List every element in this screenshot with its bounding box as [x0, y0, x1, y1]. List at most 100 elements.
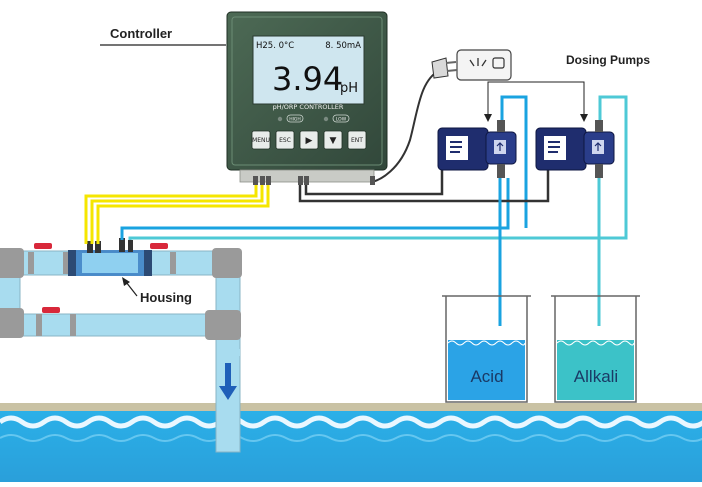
led-high-badge: [286, 114, 304, 123]
acid-surface: [447, 340, 526, 346]
controller-brand: pH/ORP CONTROLLER: [273, 103, 344, 111]
arrowhead-icon: [122, 277, 130, 286]
power-cord: [371, 69, 441, 183]
ent-key[interactable]: [347, 130, 367, 150]
alkali-injection-line: [128, 95, 628, 240]
housing-label: Housing: [140, 290, 192, 305]
lcd-screen: [252, 35, 365, 105]
pump1-power-cable: [304, 168, 444, 196]
lcd-value: 3.94: [272, 60, 343, 98]
housing-cap: [144, 250, 152, 276]
pool-wave-lower: [0, 434, 702, 442]
signal-cable: [96, 182, 270, 244]
pipe-union: [28, 252, 34, 274]
acid-dosing-line: [120, 178, 510, 240]
housing-cap: [68, 250, 76, 276]
lcd-unit: pH: [340, 81, 358, 96]
socket-switch-icon: [492, 57, 505, 69]
acid-liquid: [448, 340, 525, 400]
dosing-pump-alkali: [535, 120, 615, 178]
pump-arrow-icon: [594, 142, 602, 151]
pool: [0, 403, 702, 482]
alkali-surface: [556, 340, 635, 346]
wall-socket: [456, 49, 512, 81]
cable-gland: [304, 176, 309, 185]
pipe-loop: [0, 243, 242, 453]
acid-tank: Acid: [442, 295, 531, 403]
power-plug-icon: [431, 57, 449, 79]
signal-cable: [84, 182, 258, 244]
cable-gland: [260, 176, 265, 185]
pipe-elbow-top-left: [0, 248, 24, 278]
lcd-current: 8. 50mA: [325, 41, 361, 51]
power-outlet: [431, 49, 512, 81]
led-high-label: HIGH: [289, 117, 301, 123]
pump-outlet-valve: [497, 120, 505, 132]
sensor-probe: [119, 238, 125, 252]
pump-display-icon: [450, 141, 462, 153]
cable-gland: [253, 176, 258, 185]
pumps-leader-line: [560, 81, 585, 118]
housing-leader-line: [125, 281, 138, 297]
pump-inlet-valve: [497, 164, 505, 178]
acid-injection-line: [500, 95, 528, 228]
plug-prongs-icon: [445, 61, 458, 72]
acid-container: [445, 296, 528, 403]
arrowhead-icon: [484, 114, 492, 122]
led-low-badge: [332, 114, 350, 123]
menu-key[interactable]: [251, 130, 271, 150]
alkali-liquid: [557, 340, 634, 400]
dosing-pumps-label: Dosing Pumps: [566, 53, 650, 67]
pipe-bottom: [0, 313, 231, 337]
power-cables: [298, 69, 550, 203]
housing-window: [82, 253, 138, 273]
pipe-elbow-top-right: [212, 248, 242, 278]
flow-arrow-shaft: [225, 363, 231, 388]
alkali-container: [554, 296, 637, 403]
controller-keypad: MENU ESC ▶ ▼ ENT: [251, 130, 367, 150]
lcd-temperature: H25. 0°C: [256, 41, 294, 51]
menu-key-label: MENU: [252, 137, 270, 144]
sensor-probe: [87, 241, 93, 253]
pipe-union: [70, 314, 76, 336]
pipe-union: [170, 252, 176, 274]
pump-outlet-valve: [595, 120, 603, 132]
ent-key-label: ENT: [351, 137, 363, 144]
signal-cables: [84, 182, 270, 244]
controller-bezel: [231, 16, 383, 166]
right-arrow-icon: ▶: [306, 136, 313, 146]
sensor-probe: [128, 240, 133, 252]
down-key[interactable]: [323, 130, 343, 150]
pipe-tee-right: [205, 310, 241, 340]
pool-deck: [0, 403, 702, 411]
cable-gland: [370, 176, 375, 185]
led-high-icon: [277, 116, 283, 122]
cable-gland: [298, 176, 303, 185]
sensor-probe: [95, 241, 101, 253]
controller-unit: H25. 0°C 8. 50mA 3.94 pH pH/ORP CONTROLL…: [226, 11, 388, 185]
arrowhead-icon: [580, 114, 588, 122]
dosing-lines: [120, 95, 628, 240]
valve-handle: [42, 307, 60, 313]
valve-handle: [34, 243, 52, 249]
esc-key[interactable]: [275, 130, 295, 150]
pump-arrow-icon: [496, 142, 504, 151]
down-arrow-icon: ▼: [330, 136, 337, 146]
led-low-icon: [323, 116, 329, 122]
pool-wave: [0, 415, 702, 429]
sensor-housing: [68, 238, 152, 276]
socket-slots-icon: [469, 58, 487, 67]
right-key[interactable]: [299, 130, 319, 150]
pump2-power-cable: [298, 168, 550, 203]
acid-tank-label: Acid: [470, 367, 503, 386]
cable-gland: [266, 176, 271, 185]
pipe-union: [36, 314, 42, 336]
pipe-elbow-bottom-left: [0, 308, 24, 338]
alkali-tank: Allkali: [551, 295, 640, 403]
led-low-label: LOW: [336, 117, 347, 123]
pumps-leader-line: [487, 81, 560, 118]
pump-display-icon: [548, 141, 560, 153]
pipe-union: [63, 252, 69, 274]
